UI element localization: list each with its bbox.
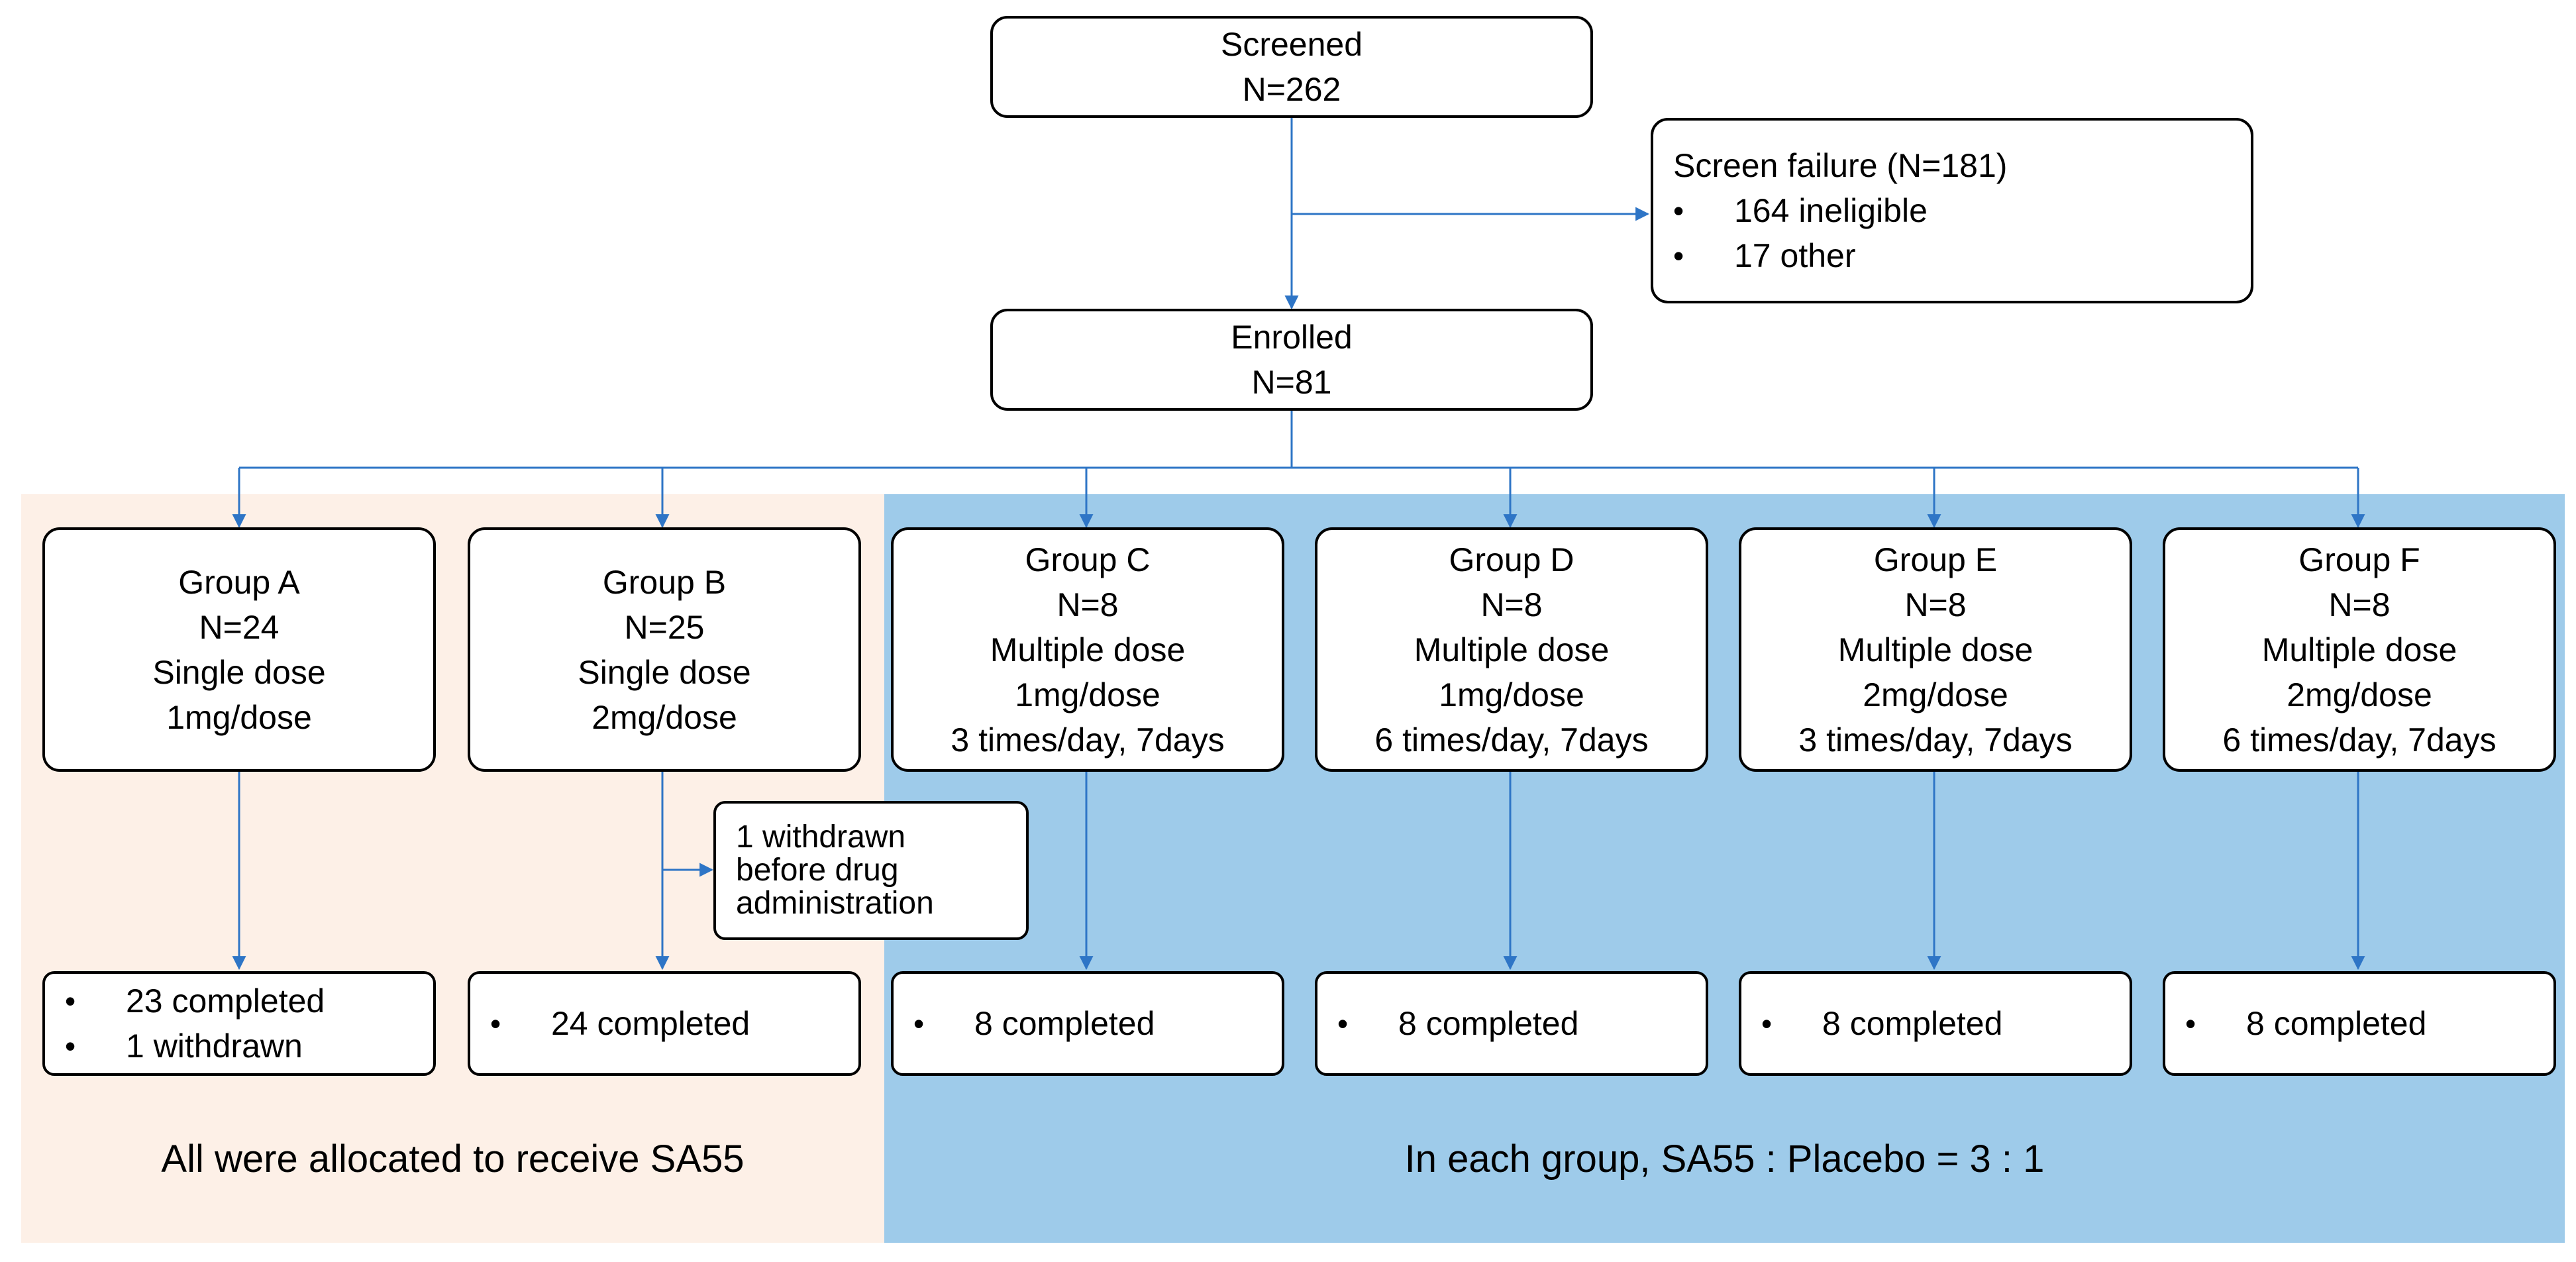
group-name: Group C — [1025, 541, 1151, 578]
group-detail: Multiple dose — [990, 631, 1186, 668]
left-panel-caption: All were allocated to receive SA55 — [161, 1137, 745, 1181]
right-panel-caption: In each group, SA55 : Placebo = 3 : 1 — [1404, 1137, 2045, 1181]
group-name: Group D — [1449, 541, 1574, 578]
group-count: N=8 — [1056, 586, 1119, 623]
bullet-icon: • — [490, 1006, 501, 1041]
bullet-icon: • — [65, 984, 76, 1018]
screen-failure-title: Screen failure (N=181) — [1673, 147, 2008, 184]
screen-failure-item-text: 17 other — [1734, 237, 1856, 274]
enrolled-count: N=81 — [1251, 364, 1332, 401]
outcome-item: • 8 completed — [2185, 1001, 2426, 1046]
group-f-box: Group F N=8 Multiple dose 2mg/dose 6 tim… — [2163, 527, 2556, 772]
group-d-box: Group D N=8 Multiple dose 1mg/dose 6 tim… — [1315, 527, 1708, 772]
screen-failure-item: • 164 ineligible — [1673, 188, 1928, 233]
group-name: Group A — [178, 563, 300, 601]
withdrawn-note-line: administration — [736, 886, 934, 921]
group-count: N=24 — [199, 608, 280, 646]
withdrawn-note-box: 1 withdrawn before drug administration — [713, 801, 1029, 940]
group-detail: 1mg/dose — [1439, 676, 1584, 713]
outcome-box-c: • 8 completed — [891, 971, 1284, 1076]
group-c-box: Group C N=8 Multiple dose 1mg/dose 3 tim… — [891, 527, 1284, 772]
outcome-item: • 8 completed — [1761, 1001, 2002, 1046]
screened-box: Screened N=262 — [990, 16, 1593, 118]
group-detail: 3 times/day, 7days — [1798, 721, 2073, 759]
bullet-icon: • — [65, 1029, 76, 1063]
bullet-icon: • — [1673, 238, 1684, 273]
bullet-icon: • — [1673, 193, 1684, 228]
group-count: N=8 — [1904, 586, 1967, 623]
bullet-icon: • — [1337, 1006, 1349, 1041]
bullet-icon: • — [2185, 1006, 2196, 1041]
group-count: N=8 — [1480, 586, 1543, 623]
outcome-text: 8 completed — [974, 1005, 1155, 1042]
group-e-box: Group E N=8 Multiple dose 2mg/dose 3 tim… — [1739, 527, 2132, 772]
outcome-item: • 24 completed — [490, 1001, 750, 1046]
group-detail: 1mg/dose — [166, 698, 312, 736]
group-detail: Single dose — [152, 653, 326, 691]
group-name: Group B — [602, 563, 727, 601]
group-detail: Multiple dose — [1414, 631, 1610, 668]
bullet-icon: • — [913, 1006, 925, 1041]
group-a-box: Group A N=24 Single dose 1mg/dose — [42, 527, 436, 772]
outcome-text: 8 completed — [1822, 1005, 2003, 1042]
outcome-item: • 8 completed — [913, 1001, 1155, 1046]
group-detail: 2mg/dose — [592, 698, 737, 736]
group-count: N=25 — [624, 608, 705, 646]
group-detail: 2mg/dose — [2287, 676, 2432, 713]
outcome-item: • 1 withdrawn — [65, 1024, 303, 1069]
screened-title: Screened — [1220, 26, 1363, 63]
outcome-text: 23 completed — [126, 982, 325, 1020]
group-detail: 3 times/day, 7days — [951, 721, 1225, 759]
screen-failure-box: Screen failure (N=181) • 164 ineligible … — [1651, 118, 2253, 303]
group-detail: 2mg/dose — [1863, 676, 2008, 713]
outcome-item: • 23 completed — [65, 978, 325, 1024]
withdrawn-note-line: before drug — [736, 853, 899, 888]
outcome-text: 8 completed — [1398, 1005, 1579, 1042]
group-detail: Multiple dose — [1837, 631, 2034, 668]
outcome-text: 8 completed — [2246, 1005, 2427, 1042]
withdrawn-note-line: 1 withdrawn — [736, 819, 906, 855]
outcome-box-e: • 8 completed — [1739, 971, 2132, 1076]
outcome-box-f: • 8 completed — [2163, 971, 2556, 1076]
outcome-text: 1 withdrawn — [126, 1027, 303, 1065]
outcome-text: 24 completed — [551, 1005, 750, 1042]
outcome-box-d: • 8 completed — [1315, 971, 1708, 1076]
outcome-box-b: • 24 completed — [468, 971, 861, 1076]
group-detail: 6 times/day, 7days — [1374, 721, 1649, 759]
bullet-icon: • — [1761, 1006, 1773, 1041]
enrolled-box: Enrolled N=81 — [990, 309, 1593, 411]
group-detail: Multiple dose — [2261, 631, 2457, 668]
group-name: Group F — [2298, 541, 2420, 578]
outcome-item: • 8 completed — [1337, 1001, 1578, 1046]
group-b-box: Group B N=25 Single dose 2mg/dose — [468, 527, 861, 772]
group-name: Group E — [1873, 541, 1998, 578]
screen-failure-item: • 17 other — [1673, 233, 1855, 278]
group-detail: 1mg/dose — [1015, 676, 1160, 713]
group-count: N=8 — [2328, 586, 2391, 623]
enrolled-title: Enrolled — [1231, 319, 1353, 356]
screened-count: N=262 — [1242, 71, 1341, 108]
group-detail: 6 times/day, 7days — [2222, 721, 2497, 759]
screen-failure-item-text: 164 ineligible — [1734, 192, 1928, 229]
outcome-box-a: • 23 completed • 1 withdrawn — [42, 971, 436, 1076]
group-detail: Single dose — [578, 653, 751, 691]
